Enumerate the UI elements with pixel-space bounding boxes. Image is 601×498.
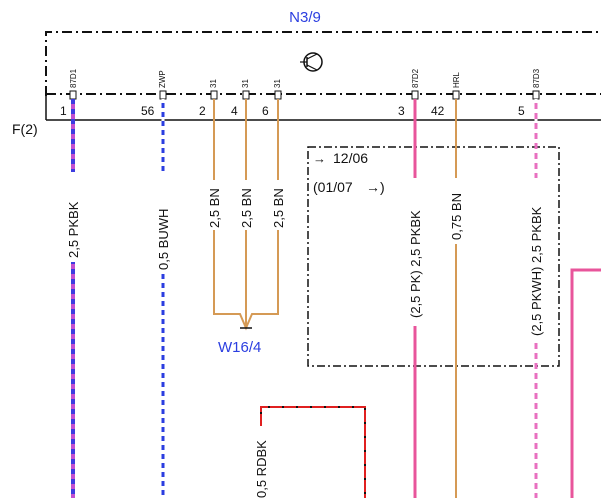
svg-text:1: 1 <box>60 104 67 118</box>
svg-text:31: 31 <box>209 79 218 88</box>
svg-text:ZWP: ZWP <box>158 70 167 88</box>
rdbk-wire: 0,5 RDBK <box>254 406 366 498</box>
pin-42: HRL 42 0,75 BN <box>431 71 464 498</box>
svg-text:31: 31 <box>241 79 250 88</box>
module-housing <box>45 31 601 96</box>
svg-text:87D2: 87D2 <box>411 68 420 88</box>
svg-text:87D3: 87D3 <box>532 68 541 88</box>
version-text-2: (01/07 →) <box>313 179 385 195</box>
splice-w16-4: W16/4 <box>213 308 279 356</box>
svg-text:5: 5 <box>518 104 525 118</box>
splice-name: W16/4 <box>218 339 261 356</box>
module-name: N3/9 <box>289 9 321 26</box>
pin-5: 87D3 5 (2,5 PKWH) 2,5 PKBK <box>518 68 544 498</box>
svg-text:→: → <box>313 151 326 166</box>
svg-text:2,5 BN: 2,5 BN <box>207 188 222 228</box>
pin-56: ZWP 56 0,5 BUWH <box>141 70 171 498</box>
svg-text:(01/07: (01/07 <box>313 179 353 195</box>
pin-6: 31 6 2,5 BN <box>262 79 286 308</box>
svg-text:12/06: 12/06 <box>333 150 368 166</box>
svg-text:HRL: HRL <box>452 71 461 88</box>
pin-3: 87D2 3 (2,5 PK) 2,5 PKBK <box>398 68 423 498</box>
svg-text:3: 3 <box>398 104 405 118</box>
svg-text:6: 6 <box>262 104 269 118</box>
version-box <box>307 146 560 367</box>
version-text-1: → 12/06 <box>313 150 368 166</box>
svg-text:2,5 BN: 2,5 BN <box>271 188 286 228</box>
transistor-symbol <box>300 52 323 72</box>
pin-1: 87D1 1 2,5 PKBK <box>60 68 81 498</box>
svg-text:0,75 BN: 0,75 BN <box>449 193 464 240</box>
svg-text:87D1: 87D1 <box>69 68 78 88</box>
svg-text:4: 4 <box>231 104 238 118</box>
svg-text:56: 56 <box>141 104 155 118</box>
connector-name: F(2) <box>12 121 38 137</box>
svg-text:2,5 BN: 2,5 BN <box>239 188 254 228</box>
pin-4: 31 4 2,5 BN <box>231 79 254 328</box>
svg-text:42: 42 <box>431 104 445 118</box>
svg-text:2,5 PKBK: 2,5 PKBK <box>66 201 81 258</box>
svg-text:0,5 RDBK: 0,5 RDBK <box>254 440 269 498</box>
pin-2: 31 2 2,5 BN <box>199 79 222 308</box>
svg-text:0,5 BUWH: 0,5 BUWH <box>156 209 171 270</box>
svg-text:(2,5 PKWH) 2,5 PKBK: (2,5 PKWH) 2,5 PKBK <box>529 206 544 336</box>
pink-wire-right <box>570 268 601 498</box>
svg-text:31: 31 <box>273 79 282 88</box>
svg-text:2: 2 <box>199 104 206 118</box>
svg-text:(2,5 PK) 2,5 PKBK: (2,5 PK) 2,5 PKBK <box>408 210 423 318</box>
svg-text:→): →) <box>366 179 385 195</box>
